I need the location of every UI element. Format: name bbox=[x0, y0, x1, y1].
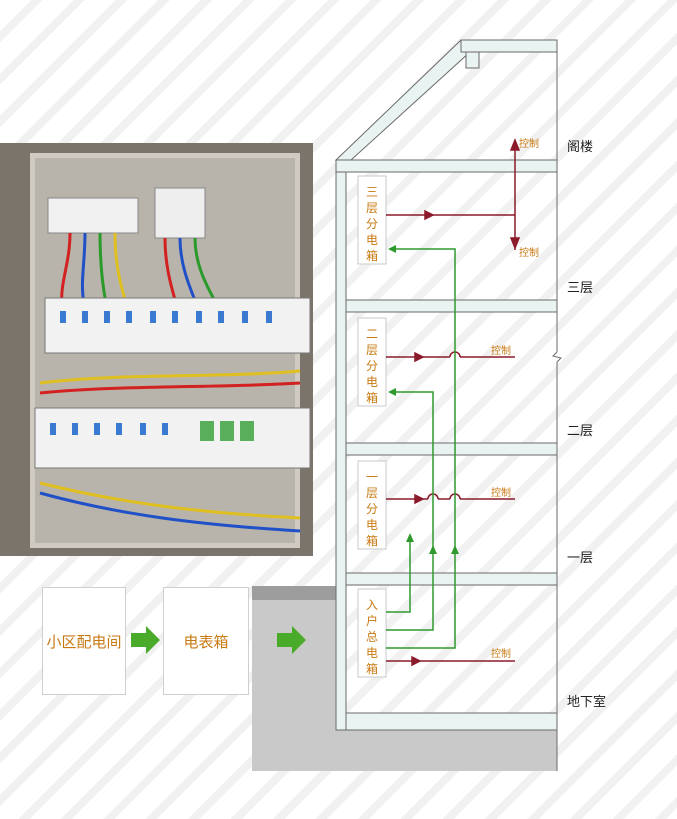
panel-first-char-5: 箱 bbox=[366, 533, 378, 548]
panel-third-char-2: 层 bbox=[366, 201, 378, 215]
break-mark bbox=[552, 351, 562, 363]
panels bbox=[357, 175, 387, 678]
floor-label-third: 三层 bbox=[567, 281, 593, 296]
control-label-attic: 控制 bbox=[519, 137, 539, 150]
floor-label-second: 二层 bbox=[567, 424, 593, 439]
flow-label-community-distribution-room: 小区配电间 bbox=[46, 632, 122, 651]
electrical-panel-photo bbox=[0, 143, 313, 556]
control-label-third: 控制 bbox=[519, 246, 539, 259]
panel-first-char-2: 层 bbox=[366, 486, 378, 500]
panel-second-char-1: 二 bbox=[366, 327, 378, 341]
flow-arrow-1 bbox=[131, 626, 160, 654]
flow-arrow-2 bbox=[277, 626, 306, 654]
panel-third-char-1: 三 bbox=[366, 185, 378, 199]
panel-second-char-5: 箱 bbox=[366, 390, 378, 405]
panel-second-char-3: 分 bbox=[366, 359, 378, 373]
panel-second-char-2: 层 bbox=[366, 343, 378, 357]
panel-third-char-4: 电 bbox=[366, 233, 378, 247]
panel-main-char-4: 电 bbox=[366, 646, 378, 660]
flow-box-meter-box: 电表箱 bbox=[163, 587, 249, 695]
panel-main-char-1: 入 bbox=[366, 598, 378, 612]
flow-box-community-distribution-room: 小区配电间 bbox=[42, 587, 126, 695]
floor-label-attic: 阁楼 bbox=[567, 140, 593, 155]
panel-first-char-1: 一 bbox=[366, 470, 378, 484]
floor-label-first: 一层 bbox=[567, 551, 593, 566]
panel-third-char-3: 分 bbox=[366, 217, 378, 231]
panel-main-char-2: 户 bbox=[366, 613, 378, 628]
control-label-first: 控制 bbox=[491, 486, 511, 499]
building-walls bbox=[334, 39, 558, 731]
electrical-panel-illustration bbox=[0, 143, 313, 556]
panel-first-char-3: 分 bbox=[366, 502, 378, 516]
floor-label-basement: 地下室 bbox=[567, 694, 606, 710]
ground-section bbox=[252, 586, 557, 771]
supply-arrowheads bbox=[388, 245, 459, 554]
control-label-basement: 控制 bbox=[491, 647, 511, 660]
flow-label-meter-box: 电表箱 bbox=[183, 632, 229, 651]
control-lines bbox=[386, 137, 521, 667]
supply-lines bbox=[386, 248, 456, 649]
panel-main-char-5: 箱 bbox=[366, 661, 378, 676]
panel-third-char-5: 箱 bbox=[366, 248, 378, 263]
panel-main-char-3: 总 bbox=[366, 630, 378, 644]
panel-second-char-4: 电 bbox=[366, 375, 378, 389]
panel-first-char-4: 电 bbox=[366, 518, 378, 532]
control-label-second: 控制 bbox=[491, 344, 511, 357]
